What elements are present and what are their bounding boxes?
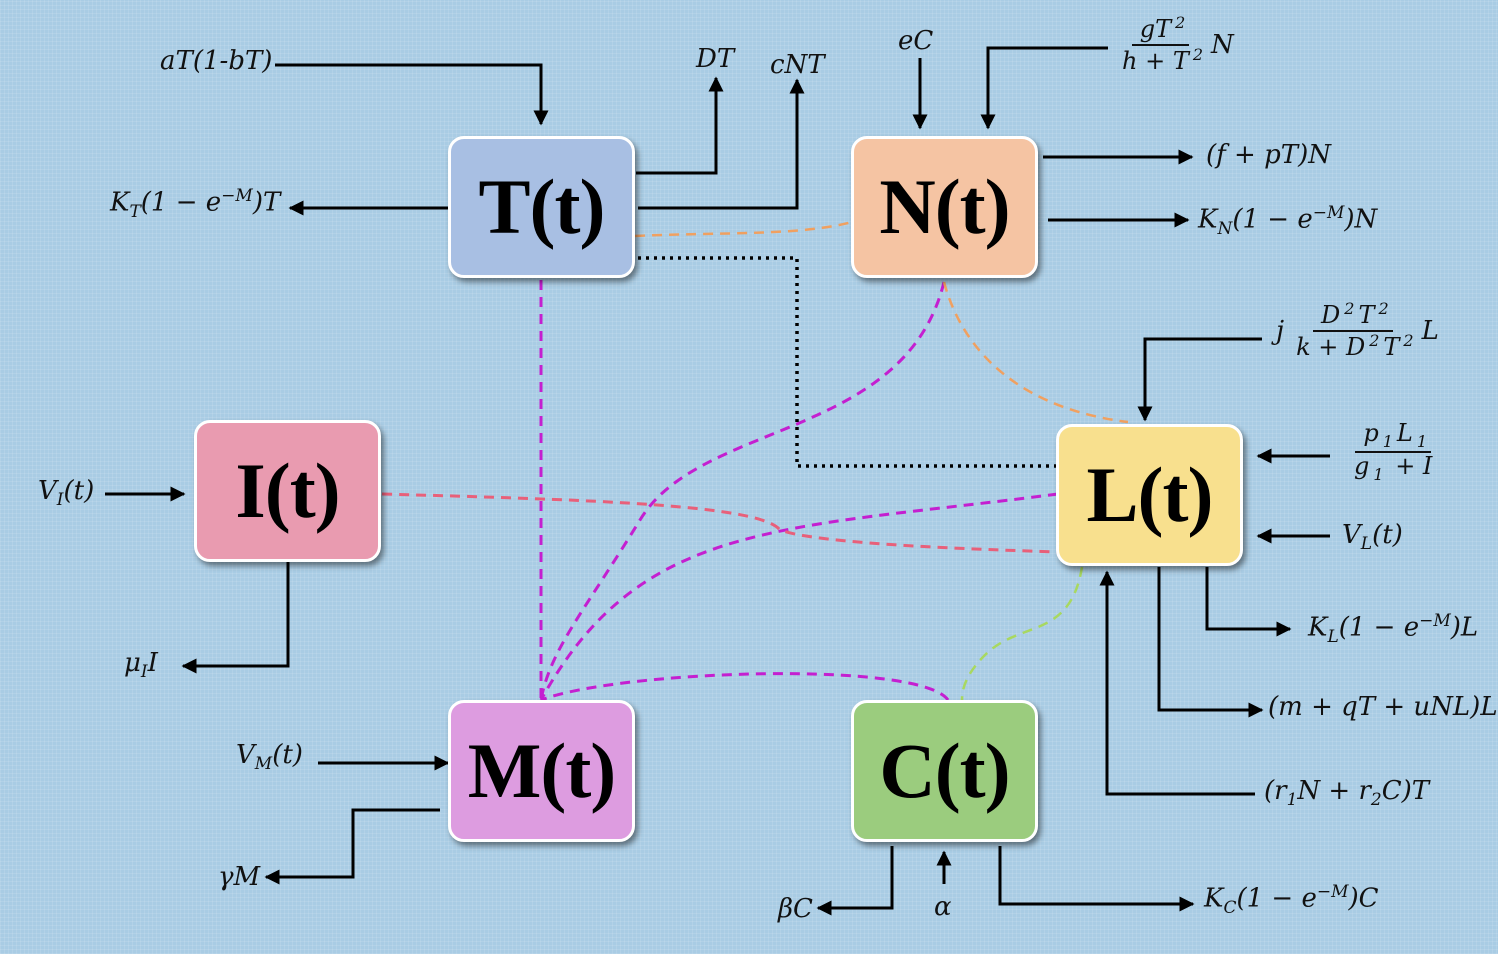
node-M-label: M(t) — [467, 727, 617, 814]
link-L-M — [539, 492, 1059, 701]
label-r: (r1N + r2C)T — [1264, 776, 1430, 811]
label-alpha: α — [934, 892, 952, 922]
link-T-L-dotted — [638, 256, 1058, 468]
arrow-L-to-mqT — [1157, 567, 1264, 718]
node-T[interactable]: T(t) — [448, 136, 635, 278]
label-DT: DT — [696, 44, 735, 74]
node-C-label: C(t) — [879, 727, 1010, 814]
label-VL: VL(t) — [1342, 520, 1403, 555]
node-I-label: I(t) — [235, 447, 340, 534]
label-growth: aT(1-bT) — [160, 46, 273, 76]
label-mqT: (m + qT + uNL)L — [1268, 692, 1498, 722]
arrow-j-to-L — [1137, 337, 1262, 422]
label-cNT: cNT — [770, 50, 825, 80]
node-N[interactable]: N(t) — [851, 136, 1038, 278]
label-KN: KN(1 − e−M)N — [1198, 203, 1378, 239]
label-VM: VM(t) — [236, 740, 303, 775]
label-KC: KC(1 − e−M)C — [1204, 882, 1379, 918]
arrow-growth-to-T — [275, 63, 549, 126]
link-N-L — [942, 281, 1129, 424]
arrow-r-to-L — [1099, 570, 1255, 796]
arrow-C-to-betaC — [816, 846, 894, 916]
arrow-T-to-cNT — [638, 78, 805, 210]
node-C[interactable]: C(t) — [851, 700, 1038, 842]
node-I[interactable]: I(t) — [194, 420, 381, 562]
link-T-N — [634, 220, 853, 238]
arrow-L-to-KL — [1205, 567, 1292, 637]
label-muI: μII — [124, 648, 158, 683]
node-M[interactable]: M(t) — [448, 700, 635, 842]
label-KL: KL(1 − e−M)L — [1308, 611, 1479, 647]
label-KT: KT(1 − e−M)T — [110, 186, 281, 222]
label-betaC: βC — [778, 894, 813, 924]
link-I-L — [381, 492, 1059, 554]
link-L-C — [960, 566, 1084, 701]
node-T-label: T(t) — [478, 163, 606, 250]
node-L-label: L(t) — [1086, 451, 1214, 538]
link-C-M — [540, 672, 950, 702]
label-gammaM: γM — [218, 862, 261, 892]
node-N-label: N(t) — [879, 163, 1010, 250]
node-L[interactable]: L(t) — [1056, 424, 1243, 566]
label-VI: VI(t) — [38, 476, 95, 511]
label-fpT: (f + pT)N — [1206, 140, 1331, 170]
link-N-M — [539, 281, 946, 701]
label-eC: eC — [898, 26, 934, 56]
arrow-gT-to-N — [980, 46, 1108, 130]
arrow-M-to-gammaM — [264, 808, 440, 885]
arrow-C-to-KC — [998, 846, 1195, 912]
arrow-T-to-DT — [636, 76, 724, 175]
arrow-I-to-muI — [181, 562, 290, 674]
